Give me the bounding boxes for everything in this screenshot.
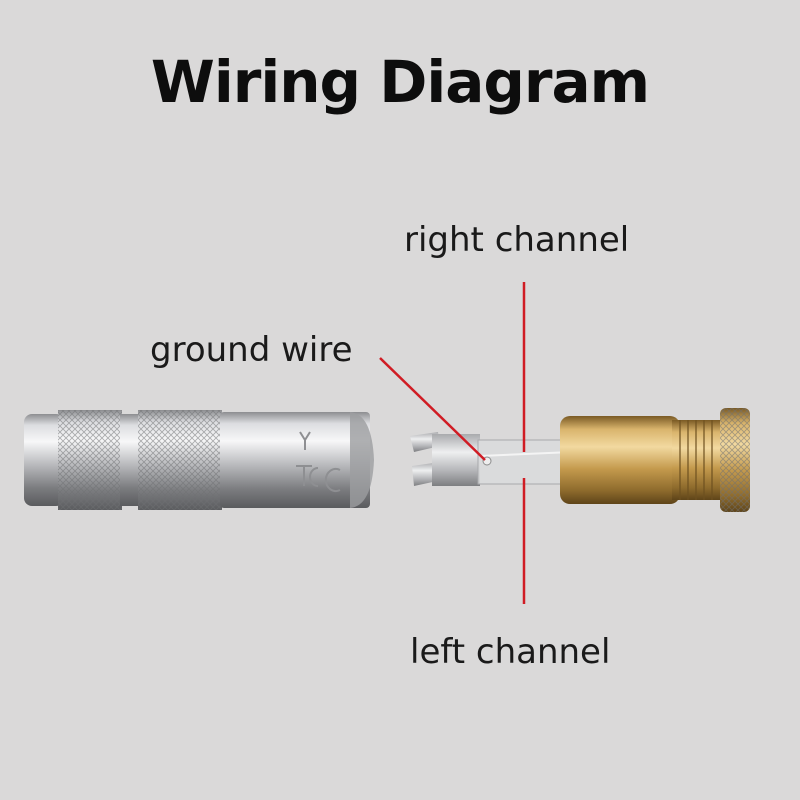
pointer-lines: [379, 282, 526, 604]
page-title: Wiring Diagram: [150, 48, 650, 116]
left-channel-label: left channel: [410, 632, 611, 672]
ground-wire-pointer: [379, 357, 486, 461]
brass-sleeve: [560, 408, 750, 512]
right-channel-label: right channel: [404, 220, 630, 260]
ground-wire-label: ground wire: [150, 330, 353, 370]
inner-pin: [410, 432, 573, 486]
chrome-barrel: [24, 410, 374, 510]
